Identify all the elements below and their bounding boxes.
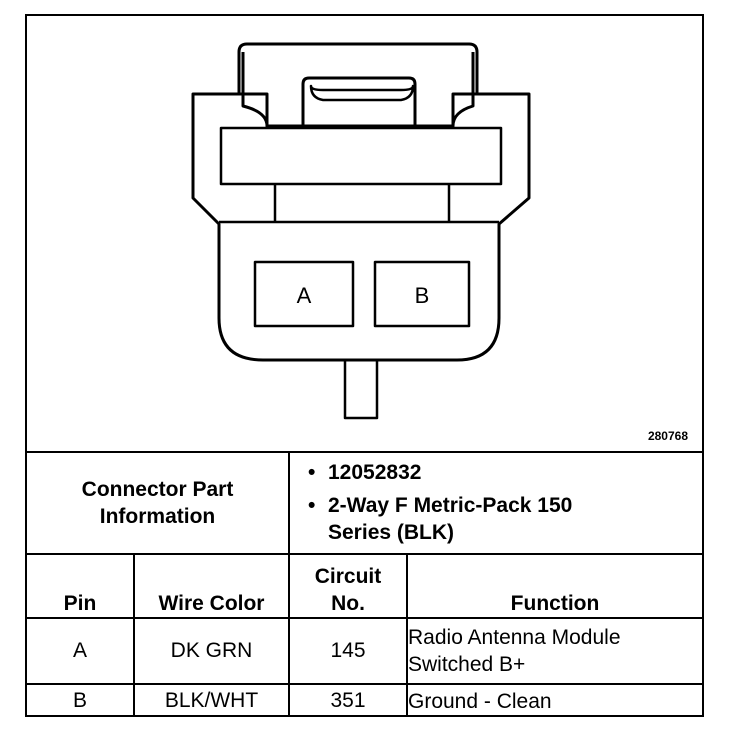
row-pin: B — [27, 683, 135, 717]
wire-lead — [343, 360, 379, 420]
connector-housing — [191, 92, 531, 362]
connector-diagram: A B 280768 — [27, 16, 702, 451]
connector-part-information-label: Connector Part Information — [27, 451, 290, 555]
header-wire-color: Wire Color — [133, 553, 290, 619]
pin-cavity-b — [373, 260, 471, 328]
row-function: Radio Antenna Module Switched B+ — [406, 617, 702, 685]
pin-label-a: A — [297, 283, 312, 308]
connector-latch — [237, 42, 479, 94]
row-wire-color: BLK/WHT — [133, 683, 290, 717]
connector-part-list: 12052832 2-Way F Metric-Pack 150 Series … — [288, 451, 702, 555]
table-row: A DK GRN 145 Radio Antenna Module Switch… — [27, 617, 702, 685]
table-row: B BLK/WHT 351 Ground - Clean — [27, 683, 702, 717]
pin-cavity-a — [253, 260, 355, 328]
diagram-frame: A B 280768 Connector Part Information 12… — [25, 14, 704, 717]
header-pin: Pin — [27, 553, 135, 619]
pin-label-b: B — [415, 283, 430, 308]
row-pin: A — [27, 617, 135, 685]
part-description: 2-Way F Metric-Pack 150 Series (BLK) — [308, 492, 598, 546]
row-circuit-no: 145 — [288, 617, 408, 685]
figure-id: 280768 — [647, 429, 688, 443]
part-number: 12052832 — [308, 459, 702, 486]
row-function: Ground - Clean — [406, 683, 702, 717]
header-circuit-no: Circuit No. — [288, 553, 408, 619]
connector-table: Connector Part Information 12052832 2-Wa… — [27, 451, 702, 717]
row-wire-color: DK GRN — [133, 617, 290, 685]
connector-drawing: A B — [191, 42, 531, 420]
row-circuit-no: 351 — [288, 683, 408, 717]
header-function: Function — [406, 553, 702, 619]
